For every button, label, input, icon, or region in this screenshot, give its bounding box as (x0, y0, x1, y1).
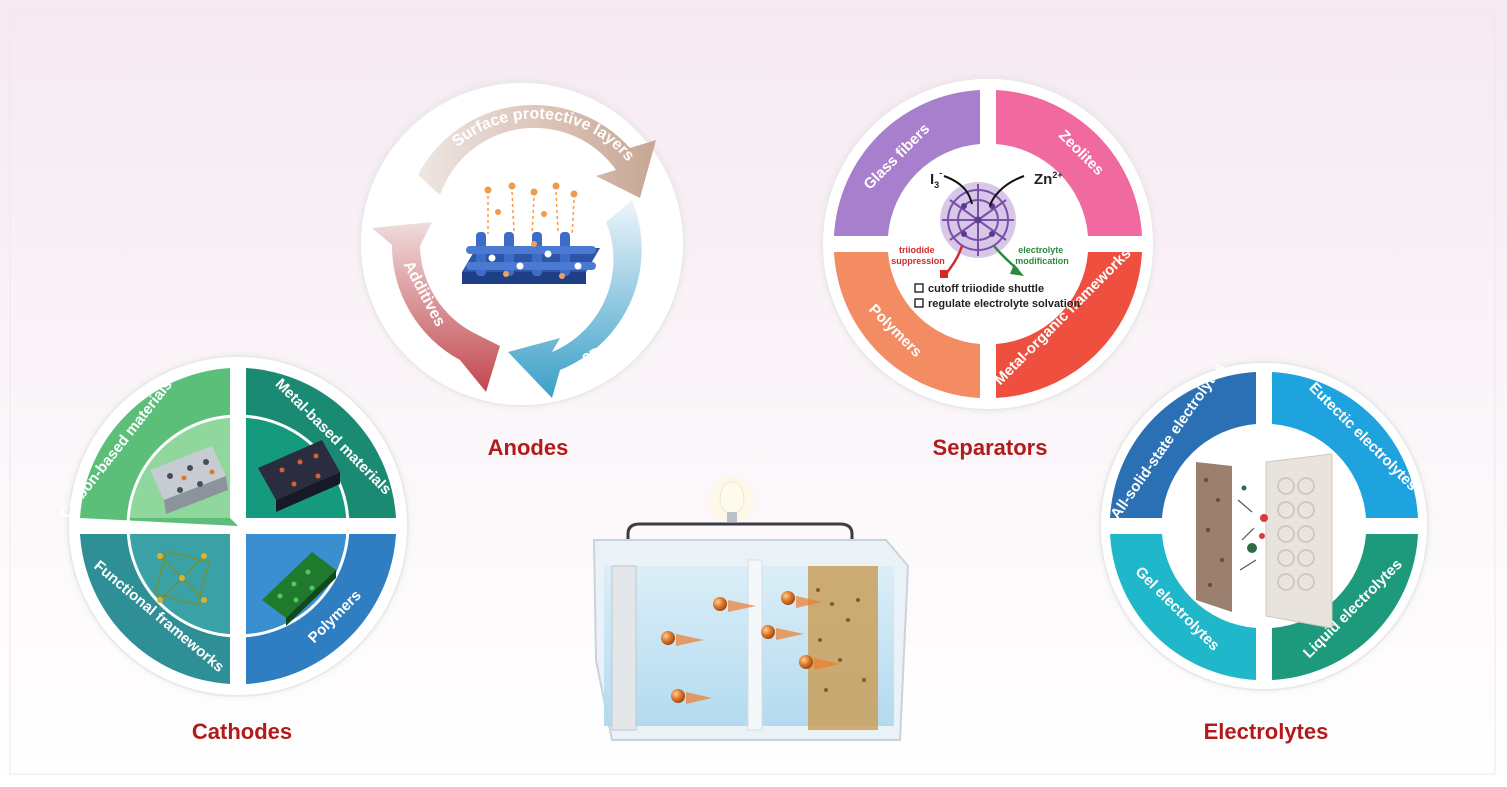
battery-separator (747, 559, 763, 731)
electrolytes-group: All-solid-state electrolytes Eutectic el… (1094, 356, 1434, 744)
electrolyte-note: electrolyte modification (1015, 245, 1069, 266)
electrolytes-sector-gel (1110, 534, 1256, 680)
separators-group: Glass fibers Zeolites Polymers Metal-org… (816, 72, 1160, 460)
battery-anode (611, 565, 637, 731)
separator-arrow-left (943, 175, 973, 205)
ion-left-label: I3- (930, 168, 942, 190)
bullet-box-2 (914, 298, 924, 308)
electrolytes-sector-solid (1110, 372, 1256, 518)
battery-wire (626, 522, 854, 562)
anodes-arc-right (508, 200, 642, 398)
metal-material-icon (258, 440, 340, 512)
anodes-arc-left (372, 222, 500, 392)
anodes-caption: Anodes (488, 435, 569, 460)
electrolytes-disc (1099, 361, 1429, 691)
separators-sector-mof (996, 252, 1142, 398)
separators-caption: Separators (933, 435, 1048, 460)
electrolyte-cell-icon (1196, 453, 1333, 629)
triiodide-note: triiodide suppression (891, 245, 945, 266)
electrolytes-sector-liquid (1272, 534, 1418, 680)
bullet-box-1 (914, 283, 924, 293)
background-panel (9, 13, 1496, 775)
bullet-1: cutoff triiodide shuttle (928, 283, 1044, 295)
anodes-arc-top (418, 104, 656, 198)
bullet-2: regulate electrolyte solvation (928, 298, 1080, 310)
mof-crystal-icon (940, 182, 1016, 258)
cathodes-group: Carbon-based materials Metal-based mater… (57, 350, 414, 744)
separators-sector-polymers (834, 252, 980, 398)
cathodes-caption: Cathodes (192, 719, 292, 744)
anodes-group: Surface protective layers 3D anode desig… (354, 76, 690, 460)
ion-right-label: Zn2+ (1034, 170, 1063, 188)
separators-sector-glass-fibers (834, 90, 980, 236)
electrolytes-caption: Electrolytes (1204, 719, 1329, 744)
carbon-material-icon (150, 446, 228, 514)
battery-cathode (808, 566, 878, 730)
separator-block-icon (940, 270, 948, 278)
polymer-icon (262, 552, 336, 626)
separator-arrow-right (989, 175, 1025, 207)
lightbulb-icon (710, 476, 754, 524)
framework-icon (154, 550, 210, 606)
zinc-ion-icon (661, 591, 840, 704)
battery-cell (592, 476, 910, 741)
zinc-mesh-icon (462, 182, 600, 284)
electrolytes-sector-eutectic (1272, 372, 1418, 518)
separators-sector-zeolites (996, 90, 1142, 236)
separator-arrowhead-green (1010, 264, 1024, 276)
